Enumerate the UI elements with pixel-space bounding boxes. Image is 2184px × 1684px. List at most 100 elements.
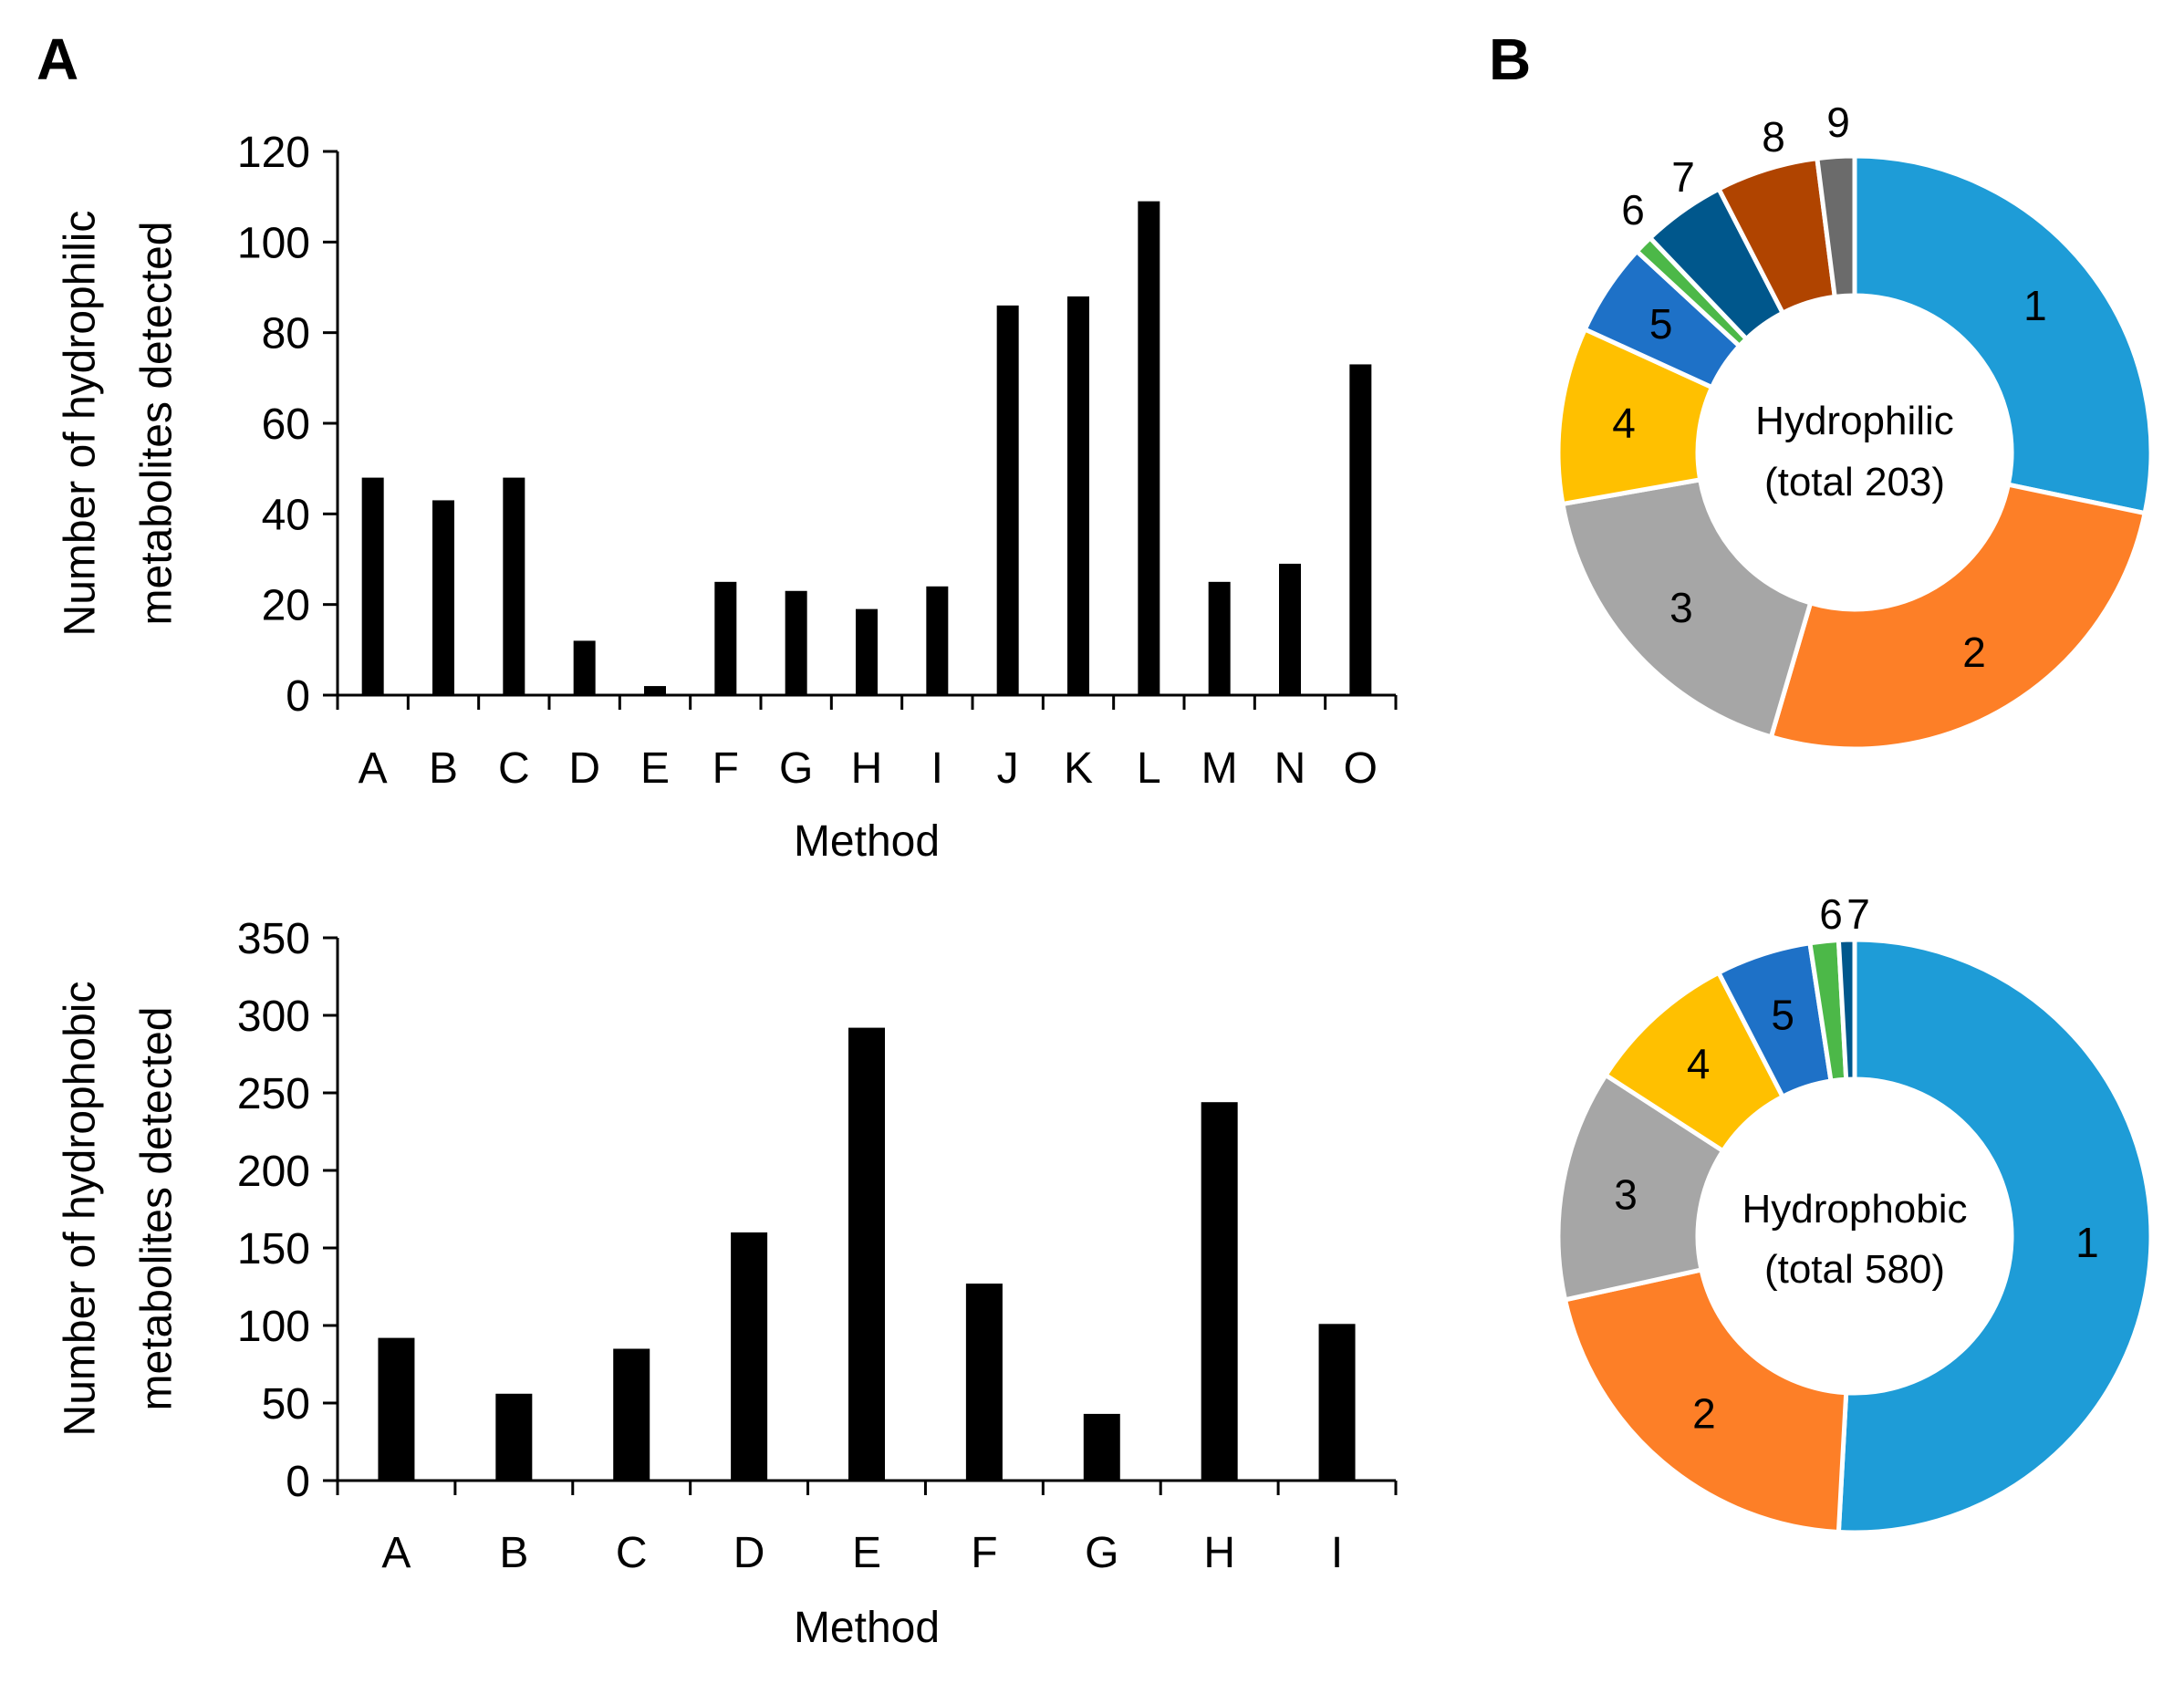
x-tick-label: B bbox=[429, 744, 458, 793]
bar-D bbox=[573, 640, 596, 695]
x-tick-label: D bbox=[568, 744, 600, 793]
donut-center-label: (total 203) bbox=[1764, 460, 1945, 504]
x-axis-title: Method bbox=[794, 1604, 940, 1652]
donut-slice-9 bbox=[1815, 153, 1857, 300]
x-tick-label: H bbox=[851, 744, 883, 793]
donut-slice-label: 9 bbox=[1826, 99, 1850, 146]
y-axis-title-line: metabolites detected bbox=[133, 1007, 182, 1411]
x-axis-title: Method bbox=[794, 817, 940, 866]
donut-slice-7 bbox=[1836, 937, 1857, 1082]
donut-slice-1 bbox=[1836, 937, 2154, 1535]
bar-H bbox=[856, 608, 878, 695]
donut-slice-label: 4 bbox=[1687, 1040, 1711, 1087]
x-tick-label: K bbox=[1064, 744, 1093, 793]
y-tick-label: 250 bbox=[237, 1070, 310, 1118]
donut-center-label: Hydrophobic bbox=[1742, 1187, 1967, 1232]
bar-M bbox=[1208, 581, 1231, 695]
y-tick-label: 40 bbox=[262, 491, 310, 539]
donut-slice-1 bbox=[1852, 153, 2154, 516]
y-tick-label: 100 bbox=[237, 219, 310, 267]
y-tick-label: 300 bbox=[237, 993, 310, 1041]
bar-F bbox=[714, 581, 737, 695]
donut-center-label: Hydrophilic bbox=[1755, 399, 1954, 443]
x-tick-label: D bbox=[733, 1529, 765, 1577]
bar-I bbox=[926, 586, 949, 695]
y-tick-label: 200 bbox=[237, 1148, 310, 1196]
y-tick-label: 100 bbox=[237, 1303, 310, 1351]
bar-H bbox=[1201, 1102, 1238, 1481]
x-tick-label: C bbox=[498, 744, 530, 793]
bar-G bbox=[785, 590, 807, 695]
x-tick-label: B bbox=[499, 1529, 528, 1577]
x-tick-label: L bbox=[1137, 744, 1161, 793]
donut-slice-2 bbox=[1768, 482, 2148, 752]
donut-slice-label: 7 bbox=[1846, 890, 1870, 938]
bar-F bbox=[965, 1284, 1003, 1481]
bar-C bbox=[613, 1348, 650, 1481]
y-tick-label: 120 bbox=[237, 129, 310, 177]
bar-B bbox=[495, 1393, 533, 1481]
bar-G bbox=[1083, 1413, 1120, 1481]
donut-slice-label: 3 bbox=[1614, 1171, 1638, 1219]
y-tick-label: 150 bbox=[237, 1225, 310, 1273]
x-tick-label: G bbox=[779, 744, 813, 793]
x-tick-label: J bbox=[997, 744, 1019, 793]
donut-slice-label: 2 bbox=[1692, 1389, 1716, 1437]
x-tick-label: G bbox=[1085, 1529, 1118, 1577]
donut-slice-label: 7 bbox=[1671, 153, 1695, 201]
y-tick-label: 60 bbox=[262, 400, 310, 449]
bar-D bbox=[731, 1232, 768, 1481]
bar-A bbox=[378, 1337, 415, 1481]
donut-slice-3 bbox=[1560, 476, 1814, 740]
y-tick-label: 0 bbox=[286, 1458, 310, 1506]
y-tick-label: 80 bbox=[262, 310, 310, 359]
x-tick-label: A bbox=[359, 744, 388, 793]
panel-label-b: B bbox=[1489, 26, 1532, 92]
bar-O bbox=[1349, 364, 1372, 695]
bar-J bbox=[996, 305, 1019, 695]
donut-slice-label: 6 bbox=[1621, 186, 1645, 234]
bar-L bbox=[1138, 201, 1160, 696]
y-axis-title-line: metabolites detected bbox=[133, 222, 182, 626]
bar-N bbox=[1279, 563, 1301, 695]
x-tick-label: A bbox=[381, 1529, 411, 1577]
y-tick-label: 0 bbox=[286, 672, 310, 721]
x-tick-label: M bbox=[1201, 744, 1238, 793]
y-axis-title-line: Number of hydrophobic bbox=[57, 982, 105, 1437]
x-tick-label: F bbox=[712, 744, 739, 793]
x-tick-label: O bbox=[1344, 744, 1378, 793]
panel-label-a: A bbox=[36, 26, 79, 92]
bar-K bbox=[1067, 296, 1089, 695]
donut-slice-label: 5 bbox=[1771, 991, 1794, 1038]
x-tick-label: E bbox=[640, 744, 670, 793]
bar-A bbox=[361, 477, 384, 695]
y-tick-label: 50 bbox=[262, 1380, 310, 1429]
donut-slice-label: 8 bbox=[1762, 113, 1785, 161]
y-tick-label: 350 bbox=[237, 915, 310, 963]
x-tick-label: F bbox=[971, 1529, 997, 1577]
donut-slice-label: 3 bbox=[1669, 584, 1693, 631]
donut-slice-label: 6 bbox=[1819, 890, 1843, 938]
x-tick-label: H bbox=[1203, 1529, 1235, 1577]
x-tick-label: I bbox=[1331, 1529, 1343, 1577]
y-tick-label: 20 bbox=[262, 582, 310, 630]
donut-slice-label: 1 bbox=[2075, 1219, 2099, 1266]
x-tick-label: E bbox=[852, 1529, 881, 1577]
donut-slice-label: 5 bbox=[1649, 300, 1673, 348]
bar-E bbox=[644, 686, 666, 695]
bar-I bbox=[1318, 1324, 1356, 1481]
x-tick-label: N bbox=[1274, 744, 1306, 793]
donut-slice-3 bbox=[1555, 1072, 1727, 1303]
donut-slice-label: 2 bbox=[1962, 629, 1986, 676]
donut-center-label: (total 580) bbox=[1764, 1247, 1945, 1292]
bar-B bbox=[432, 500, 454, 695]
bar-C bbox=[503, 477, 525, 695]
x-tick-label: C bbox=[616, 1529, 648, 1577]
donut-slice-label: 1 bbox=[2023, 282, 2047, 329]
donut-slice-2 bbox=[1562, 1266, 1849, 1535]
donut-slice-label: 4 bbox=[1612, 400, 1636, 447]
bar-E bbox=[848, 1027, 885, 1481]
y-axis-title-line: Number of hydrophilic bbox=[57, 211, 105, 637]
x-tick-label: I bbox=[931, 744, 943, 793]
